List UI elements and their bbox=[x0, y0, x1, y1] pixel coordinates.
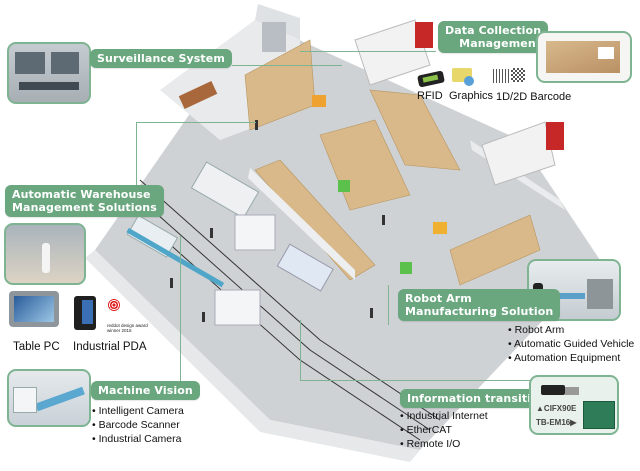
warehouse-label-line1: Automatic Warehouse bbox=[12, 188, 151, 201]
forklift-green-1 bbox=[338, 180, 350, 192]
conveyor-photo bbox=[35, 386, 85, 412]
industrial-pda-screen bbox=[82, 300, 93, 324]
operator-desk bbox=[178, 81, 218, 109]
robot-arm-item: Robot Arm bbox=[508, 323, 634, 337]
server-rack bbox=[262, 22, 286, 52]
monitor-wall-photo-2 bbox=[51, 52, 79, 74]
worker-with-tablet bbox=[42, 243, 50, 273]
graphics-caption: Graphics bbox=[449, 90, 494, 102]
workbench-photo bbox=[545, 293, 585, 299]
award-line2: winner 2015 bbox=[107, 328, 132, 333]
robot-arm-label-line1: Robot Arm bbox=[405, 292, 472, 305]
connector-warehouse bbox=[136, 122, 137, 202]
rfid-caption: RFID bbox=[417, 90, 443, 102]
connector-surveillance bbox=[232, 65, 342, 66]
forklift-orange-1 bbox=[312, 95, 326, 107]
industrial-pda-device bbox=[74, 296, 96, 330]
surveillance-label: Surveillance System bbox=[90, 49, 232, 68]
table-pc-caption: Table PC bbox=[13, 341, 60, 353]
cifx90e-card-icon bbox=[541, 385, 565, 395]
information-label: Information transition bbox=[400, 389, 554, 408]
information-item: Remote I/O bbox=[400, 437, 488, 451]
machine-vision-photo bbox=[7, 369, 91, 427]
tb-em16-caption: TB-EM16▶ bbox=[536, 418, 577, 427]
robot-arm-machine bbox=[587, 279, 613, 309]
industrial-pda-caption: Industrial PDA bbox=[73, 341, 147, 353]
floor-shadow-edge bbox=[85, 250, 420, 462]
machine-2 bbox=[234, 214, 276, 251]
information-item: EtherCAT bbox=[400, 423, 488, 437]
shipping-label bbox=[598, 47, 614, 59]
information-products-photo: ▲CIFX90E TB-EM16▶ bbox=[529, 375, 619, 435]
conveyor-belt bbox=[126, 227, 225, 288]
forklift-orange-2 bbox=[433, 222, 447, 234]
qr-code-icon bbox=[511, 68, 525, 82]
monitor-wall-photo bbox=[15, 52, 45, 74]
connector-data-collection bbox=[300, 51, 436, 52]
ethernet-ports-icon bbox=[565, 387, 579, 395]
storage-shelves bbox=[244, 39, 541, 286]
machine-vision-item: Industrial Camera bbox=[92, 432, 184, 446]
cardboard-box-photo bbox=[536, 31, 632, 83]
connector-machine-vision bbox=[180, 236, 181, 386]
truck-top bbox=[354, 19, 433, 86]
machine-1 bbox=[190, 161, 260, 219]
robot-arm-label: Robot Arm Manufacturing Solution bbox=[398, 289, 561, 321]
warehouse-photo bbox=[4, 223, 86, 285]
machine-5 bbox=[126, 214, 179, 258]
connector-robot bbox=[388, 285, 389, 325]
truck-right bbox=[481, 121, 564, 186]
surveillance-photo bbox=[7, 42, 91, 104]
barcode-icon bbox=[493, 69, 509, 83]
control-desk-photo bbox=[19, 82, 79, 90]
machine-vision-item: Intelligent Camera bbox=[92, 404, 184, 418]
table-pc-device bbox=[9, 291, 59, 327]
robot-arm-list: Robot Arm Automatic Guided Vehicle Autom… bbox=[508, 323, 634, 365]
graphics-icon bbox=[452, 68, 474, 86]
robot-arm-item: Automatic Guided Vehicle bbox=[508, 337, 634, 351]
tb-em16-board-icon bbox=[583, 401, 615, 429]
robot-arm-item: Automation Equipment bbox=[508, 351, 634, 365]
cifx90e-caption: ▲CIFX90E bbox=[536, 404, 577, 413]
information-item: Industrial Internet bbox=[400, 409, 488, 423]
forklift-green-2 bbox=[400, 262, 412, 274]
machine-vision-item: Barcode Scanner bbox=[92, 418, 184, 432]
connector-info-v bbox=[300, 320, 301, 380]
machine-vision-list: Intelligent Camera Barcode Scanner Indus… bbox=[92, 404, 184, 446]
data-collection-label-line1: Data Collection bbox=[445, 24, 542, 37]
data-collection-label-line2: Management bbox=[459, 37, 542, 50]
warehouse-label: Automatic Warehouse Management Solutions bbox=[5, 185, 164, 217]
barcode-caption: 1D/2D Barcode bbox=[496, 91, 572, 103]
connector-info-h bbox=[300, 380, 530, 381]
connector-warehouse-h bbox=[136, 122, 256, 123]
reddot-award-icon bbox=[108, 299, 120, 311]
machine-4 bbox=[214, 289, 261, 326]
data-collection-label: Data Collection Management bbox=[438, 21, 549, 53]
inspection-station-photo bbox=[13, 387, 37, 413]
information-list: Industrial Internet EtherCAT Remote I/O bbox=[400, 409, 488, 451]
machine-3 bbox=[276, 243, 334, 292]
robot-arm-label-line2: Manufacturing Solution bbox=[405, 305, 554, 318]
partition-wall bbox=[248, 168, 355, 280]
workers bbox=[170, 120, 385, 322]
award-line1: reddot design award bbox=[107, 323, 148, 328]
machine-vision-label: Machine Vision bbox=[91, 381, 200, 400]
reddot-award-text: reddot design award winner 2015 bbox=[107, 323, 148, 333]
table-pc-screen bbox=[14, 296, 54, 322]
warehouse-label-line2: Management Solutions bbox=[12, 201, 157, 214]
